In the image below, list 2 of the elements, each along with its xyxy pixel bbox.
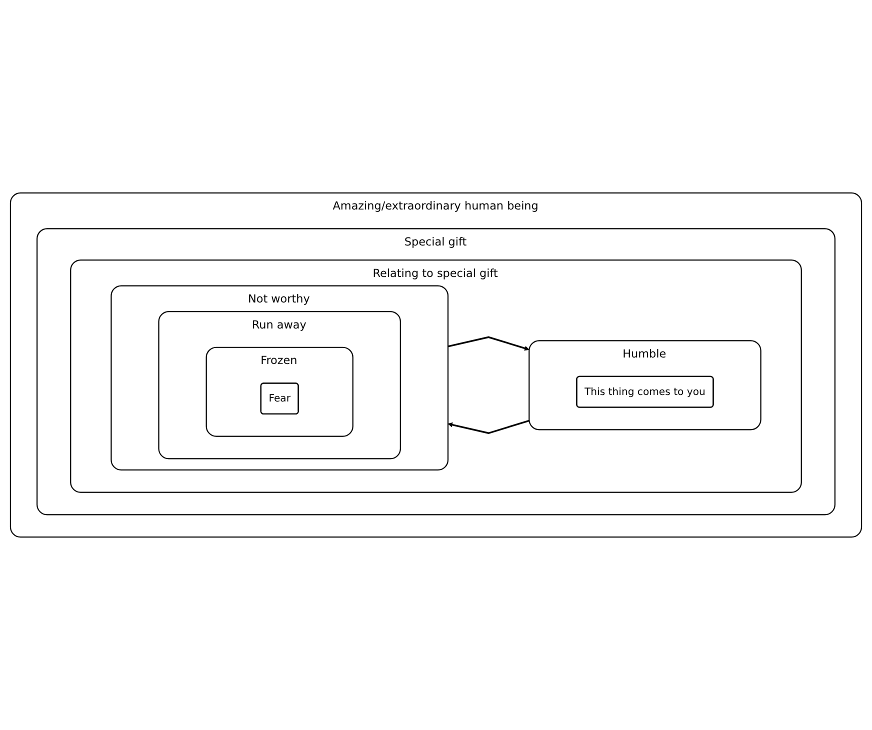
arrow	[448, 420, 530, 434]
arrow	[448, 336, 530, 351]
